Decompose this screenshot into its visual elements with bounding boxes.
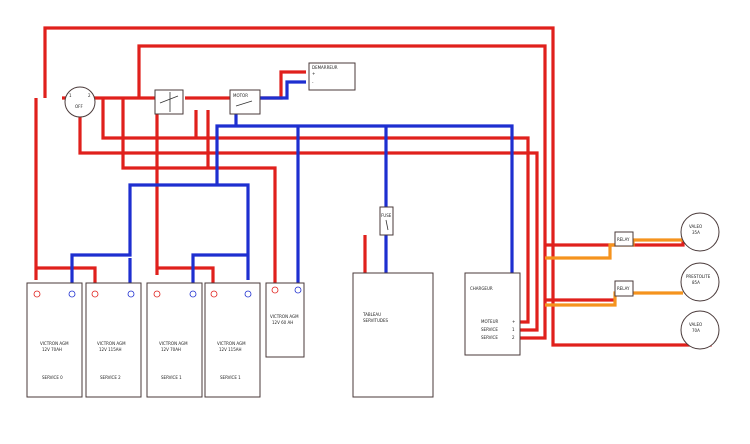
battery-bank: VICTRON AGM 12V 70AH SERVICE 0 VICTRON A… [26, 282, 305, 398]
selector-label: OFF [75, 104, 83, 109]
charger-out-1: MOTEUR [481, 319, 498, 324]
alternator-1-line2: 35A [692, 230, 700, 235]
battery-4-service: SERVICE 1 [220, 375, 241, 380]
battery-1: VICTRON AGM 12V 70AH SERVICE 0 [26, 282, 83, 398]
alternator-3-line2: 70A [692, 328, 700, 333]
demarreur-label: DEMARREUR [312, 65, 338, 70]
battery-2: VICTRON AGM 12V 115AH SERVICE 2 [85, 282, 142, 398]
negative-wiring [70, 80, 514, 285]
charger-out-1-sign: + [512, 319, 515, 324]
battery-5: VICTRON AGM 12V 60 AH [265, 282, 305, 358]
selector-pos-1: 1 [69, 93, 72, 98]
battery-3-line2: 12V 70AH [161, 347, 181, 352]
motor-relay[interactable]: MOTOR [229, 89, 261, 115]
alternator-3: VALEO 70A [680, 310, 720, 350]
selector-pos-2: 2 [88, 93, 91, 98]
charger-unit: CHARGEUR MOTEUR + SERVICE 1 SERVICE 2 [464, 272, 521, 356]
alternator-1-line1: VALEO [689, 224, 702, 229]
alternator-2: PRESTOLITE 85A [680, 262, 720, 302]
relay-2: RELAY [614, 280, 634, 297]
battery-1-line1: VICTRON AGM [40, 341, 69, 346]
battery-2-line2: 12V 115AH [99, 347, 121, 352]
demarreur-neg: - [312, 80, 314, 85]
fuse: FUSE [379, 206, 394, 236]
relay-1-label: RELAY [617, 237, 630, 242]
charger-label: CHARGEUR [470, 286, 493, 291]
fuse-label: FUSE [381, 213, 392, 218]
isolator-switch[interactable] [154, 89, 184, 115]
battery-2-line1: VICTRON AGM [97, 341, 126, 346]
panel-label-1: TABLEAU [362, 312, 381, 317]
service-panel: TABLEAU SERVITUDES [352, 272, 434, 398]
battery-1-service: SERVICE 0 [42, 375, 63, 380]
panel-label-2: SERVITUDES [363, 318, 389, 323]
battery-5-line2: 12V 60 AH [272, 320, 293, 325]
alternator-3-line1: VALEO [689, 322, 702, 327]
relay-2-label: RELAY [617, 286, 630, 291]
battery-selector-switch[interactable]: 1 2 OFF [64, 86, 96, 118]
charger-out-3-sign: 2 [512, 335, 515, 340]
charger-out-2-sign: 1 [512, 327, 515, 332]
battery-3-line1: VICTRON AGM [159, 341, 188, 346]
alternator-2-line2: 85A [692, 280, 700, 285]
battery-3-service: SERVICE 1 [161, 375, 182, 380]
demarreur-box: DEMARREUR + - [308, 62, 356, 91]
battery-2-service: SERVICE 2 [100, 375, 121, 380]
alternator-1: VALEO 35A [680, 212, 720, 252]
battery-5-line1: VICTRON AGM [270, 314, 299, 319]
battery-3: VICTRON AGM 12V 70AH SERVICE 1 [146, 282, 203, 398]
charger-out-2: SERVICE [481, 327, 498, 332]
charger-out-3: SERVICE [481, 335, 498, 340]
motor-relay-label: MOTOR [233, 93, 248, 98]
battery-4: VICTRON AGM 12V 115AH SERVICE 1 [204, 282, 261, 398]
battery-1-line2: 12V 70AH [42, 347, 62, 352]
demarreur-pos: + [312, 71, 315, 76]
ignition-wiring [545, 238, 683, 307]
battery-4-line1: VICTRON AGM [217, 341, 246, 346]
relay-1: RELAY [614, 231, 634, 247]
alternator-2-line1: PRESTOLITE [686, 274, 711, 279]
battery-4-line2: 12V 115AH [219, 347, 241, 352]
